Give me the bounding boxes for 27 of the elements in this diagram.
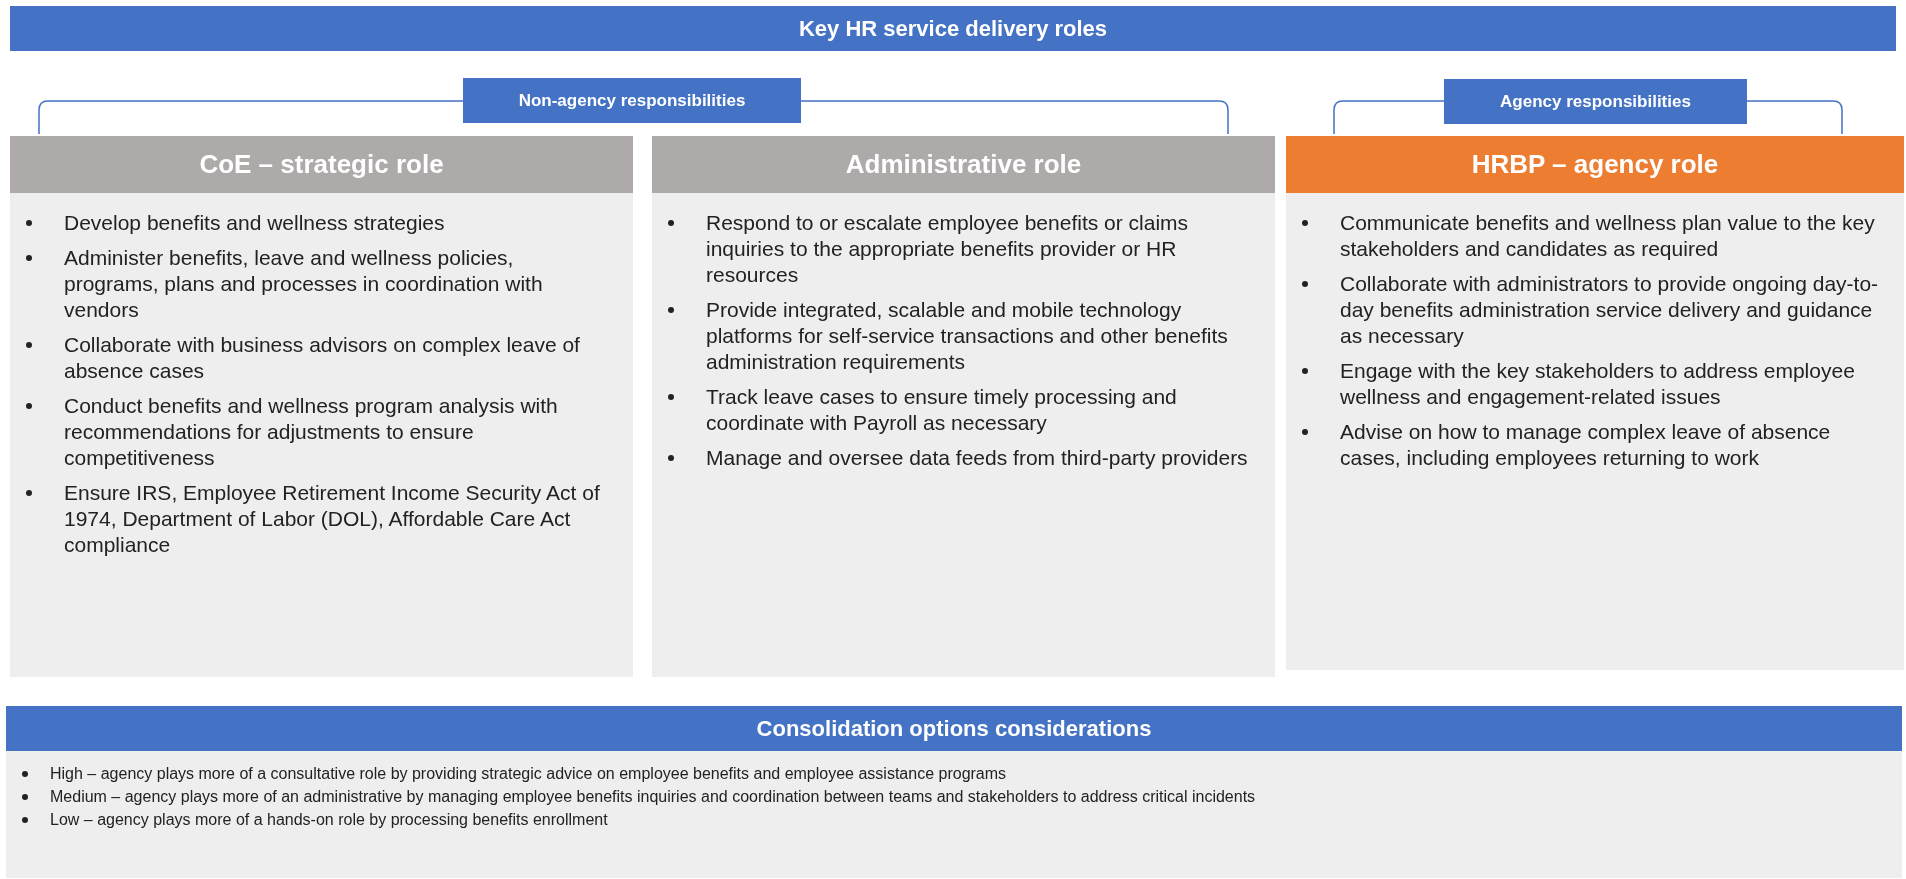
bullet-item: Provide integrated, scalable and mobile technology platforms for self-service transactions and other benefits administration requirements (706, 297, 1229, 375)
bullet-item: Conduct benefits and wellness program analysis with recommendations for adjustments to ensure competitiveness (64, 393, 559, 471)
considerations-panel (6, 706, 1902, 878)
bullet-item: Respond to or escalate employee benefits or claims inquiries to the appropriate benefits provider or HR resources (706, 210, 1190, 288)
panel-heading: Consolidation options considerations (6, 706, 1902, 751)
bullet-item: Develop benefits and wellness strategies (64, 210, 446, 236)
role-panel (1286, 136, 1904, 670)
role-panel (10, 136, 633, 677)
title-banner: Key HR service delivery roles (10, 6, 1896, 51)
role-panel (652, 136, 1275, 677)
panel-heading: CoE – strategic role (10, 136, 633, 193)
panel-heading: HRBP – agency role (1286, 136, 1904, 193)
bullet-item: Track leave cases to ensure timely processing and coordinate with Payroll as necessary (706, 384, 1178, 436)
bullet-item: Medium – agency plays more of an administrative by managing employee benefits inquiries and coordination between teams and stakeholders to address critical incidents (50, 787, 1257, 807)
bullet-item: High – agency plays more of a consultative role by providing strategic advice on employee benefits and employee assistance programs (50, 764, 1008, 784)
section-tag: Agency responsibilities (1444, 79, 1747, 124)
panel-heading: Administrative role (652, 136, 1275, 193)
bullet-item: Collaborate with administrators to provide ongoing day-to-day benefits administration service delivery and guidance as necessary (1340, 271, 1880, 349)
bullet-item: Communicate benefits and wellness plan value to the key stakeholders and candidates as required (1340, 210, 1876, 262)
bullet-item: Ensure IRS, Employee Retirement Income Security Act of 1974, Department of Labor (DOL), Affordable Care Act compliance (64, 480, 601, 558)
bullet-item: Manage and oversee data feeds from third-party providers (706, 445, 1249, 471)
bullet-item: Low – agency plays more of a hands-on role by processing benefits enrollment (50, 810, 609, 830)
section-tag: Non-agency responsibilities (463, 78, 801, 123)
bullet-item: Advise on how to manage complex leave of absence cases, including employees returning to work (1340, 419, 1832, 471)
bullet-item: Collaborate with business advisors on complex leave of absence cases (64, 332, 581, 384)
bullet-item: Engage with the key stakeholders to address employee wellness and engagement-related issues (1340, 358, 1856, 410)
bullet-item: Administer benefits, leave and wellness policies, programs, plans and processes in coordination with vendors (64, 245, 544, 323)
